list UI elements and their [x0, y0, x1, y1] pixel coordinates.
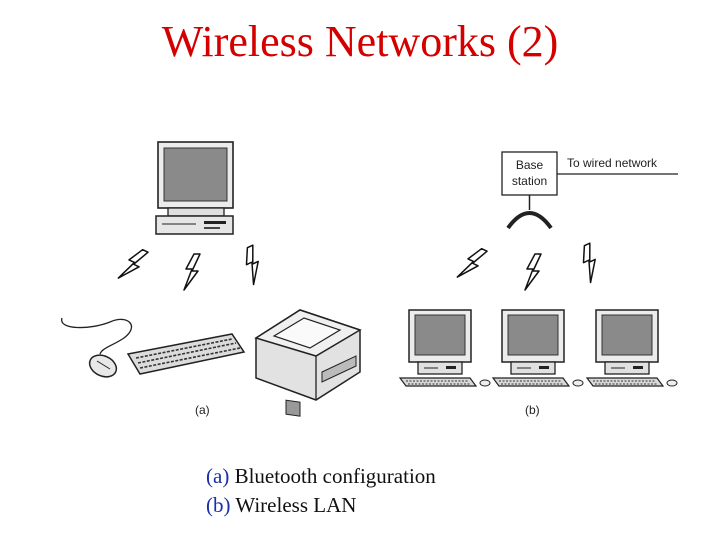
wireless-signal-icon [574, 242, 606, 284]
bluetooth-signal-icon [183, 253, 201, 291]
wireless-lan-computer-2 [492, 309, 584, 387]
caption-item-wireless-lan: (b) Wireless LAN [206, 491, 436, 520]
base-station-label-line2: station [512, 174, 547, 188]
figure-caption: (a) Bluetooth configuration (b) Wireless… [206, 462, 436, 520]
part-a-label: (a) [195, 403, 210, 417]
wired-network-label: To wired network [567, 156, 658, 170]
caption-item-bluetooth: (a) Bluetooth configuration [206, 462, 436, 491]
wireless-lan-computer-1 [399, 309, 491, 387]
caption-text: Bluetooth configuration [229, 464, 436, 488]
bluetooth-desktop-computer [155, 141, 234, 235]
caption-tag: (a) [206, 464, 230, 488]
wireless-signal-icon [456, 243, 488, 285]
wireless-lan-computer-3 [586, 309, 678, 387]
bluetooth-signal-icon [237, 244, 269, 286]
slide-title: Wireless Networks (2) [161, 17, 559, 66]
caption-text: Wireless LAN [230, 493, 357, 517]
part-b-label: (b) [525, 403, 540, 417]
bluetooth-mouse [61, 317, 132, 378]
base-station-label-line1: Base [516, 158, 544, 172]
bluetooth-printer [254, 309, 362, 417]
antenna-icon [506, 211, 553, 230]
bluetooth-signal-icon [117, 244, 149, 286]
bluetooth-keyboard [126, 333, 246, 375]
base-station-box [501, 151, 558, 196]
wireless-signal-icon [524, 253, 542, 291]
caption-tag: (b) [206, 493, 231, 517]
